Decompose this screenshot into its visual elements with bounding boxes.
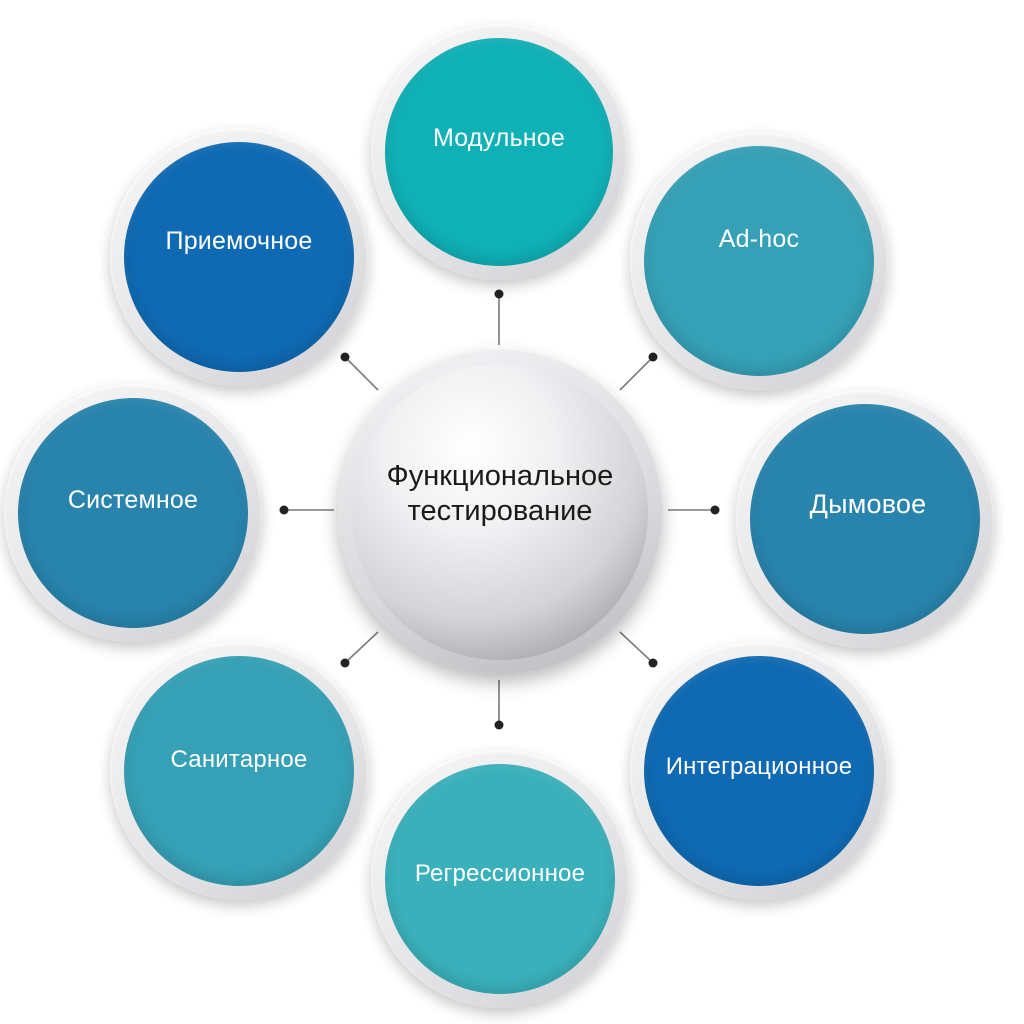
node-adhoc-label: Ad-hoc [718,224,800,253]
connector-dot-top-left [340,352,350,362]
node-acceptance: Приемочное [124,142,354,372]
connector-bottom-left [345,631,379,663]
node-integration: Интеграционное [644,656,874,886]
hub-title-line-2: тестирование [407,495,593,527]
node-adhoc: Ad-hoc [644,146,874,376]
hub-title-line-1: Функциональное [386,459,614,492]
node-sanity-label: Санитарное [170,746,308,773]
node-system: Системное [18,398,248,628]
node-acceptance-label: Приемочное [165,226,313,255]
connector-bottom-right [619,631,653,663]
connector-dot-bottom-left [340,658,350,668]
connector-dot-top [494,289,504,299]
connector-dot-bottom [494,720,504,730]
connector-top-left [345,357,379,391]
hub-disc: Функциональное тестирование [352,364,648,660]
connector-dot-left [279,505,289,515]
node-modular: Модульное [385,38,613,266]
node-modular-label: Модульное [432,123,566,152]
node-smoke-label: Дымовое [809,488,927,519]
node-regression-label: Регрессионное [414,860,586,887]
node-regression: Регрессионное [385,764,615,994]
node-smoke: Дымовое [750,404,980,634]
node-sanity: Санитарное [124,656,354,886]
connector-top-right [619,357,653,391]
node-system-label: Системное [67,485,199,514]
connector-dot-right [710,505,720,515]
node-integration-label: Интеграционное [665,753,853,780]
connector-dot-bottom-right [648,658,658,668]
connector-dot-top-right [648,352,658,362]
